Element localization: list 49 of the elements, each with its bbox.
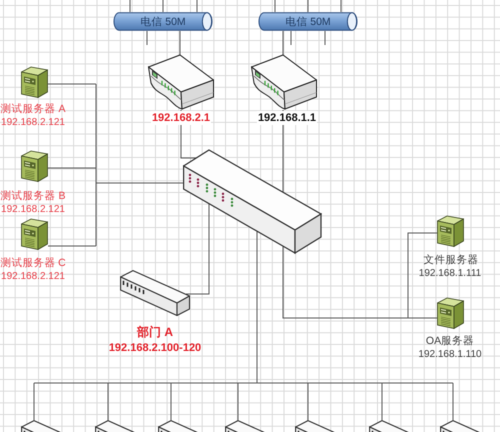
ip-label: 192.168.2.121 <box>1 116 65 130</box>
connection-line <box>274 0 276 12</box>
device-label: 测试服务器 A <box>0 102 66 116</box>
cylinder-shape <box>258 12 358 31</box>
switch-icon <box>225 420 267 432</box>
device-label: 测试服务器 B <box>0 189 66 203</box>
switch-icon <box>295 420 337 432</box>
connection-line <box>282 246 408 318</box>
node-label: 电信 50M <box>140 16 186 28</box>
ip-label: 192.168.1.111 <box>418 267 482 281</box>
connection-line <box>290 30 292 46</box>
switch-icon <box>95 420 137 432</box>
switch-icon <box>183 149 322 254</box>
router-icon <box>251 54 317 110</box>
switch-icon <box>369 420 411 432</box>
connection-line <box>340 0 342 12</box>
server-icon <box>437 297 464 329</box>
server-icon <box>437 215 464 247</box>
connection-line <box>170 382 172 420</box>
switch-icon <box>440 420 482 432</box>
connection-line <box>452 382 454 420</box>
cylinder-shape <box>113 12 213 31</box>
router-icon <box>148 54 214 110</box>
connection-line <box>186 204 210 294</box>
connection-line <box>196 0 198 12</box>
switch-icon <box>120 270 190 316</box>
switch-icon <box>21 420 63 432</box>
device-label: 文件服务器 <box>424 253 478 267</box>
server-icon <box>21 150 48 182</box>
ip-label: 192.168.1.110 <box>418 348 482 362</box>
connection-line <box>324 30 326 46</box>
device-label: 测试服务器 C <box>0 256 66 270</box>
ip-label: 192.168.1.1 <box>256 111 318 125</box>
ip-label: 192.168.2.121 <box>1 203 65 217</box>
ip-label: 192.168.2.121 <box>1 270 65 284</box>
server-icon <box>21 218 48 250</box>
device-label: 部门 A <box>137 325 173 339</box>
ip-label: 192.168.2.100-120 <box>108 341 202 355</box>
connection-line <box>408 232 438 318</box>
connection-line <box>162 0 164 12</box>
connection-line <box>34 230 454 384</box>
connection-line <box>282 30 284 56</box>
switch-icon <box>158 420 200 432</box>
ip-label: 192.168.2.1 <box>150 111 212 125</box>
server-icon <box>21 66 48 98</box>
connection-line <box>146 30 148 46</box>
device-label: OA服务器 <box>426 334 474 348</box>
node-label: 电信 50M <box>285 16 331 28</box>
connection-line <box>96 84 184 246</box>
